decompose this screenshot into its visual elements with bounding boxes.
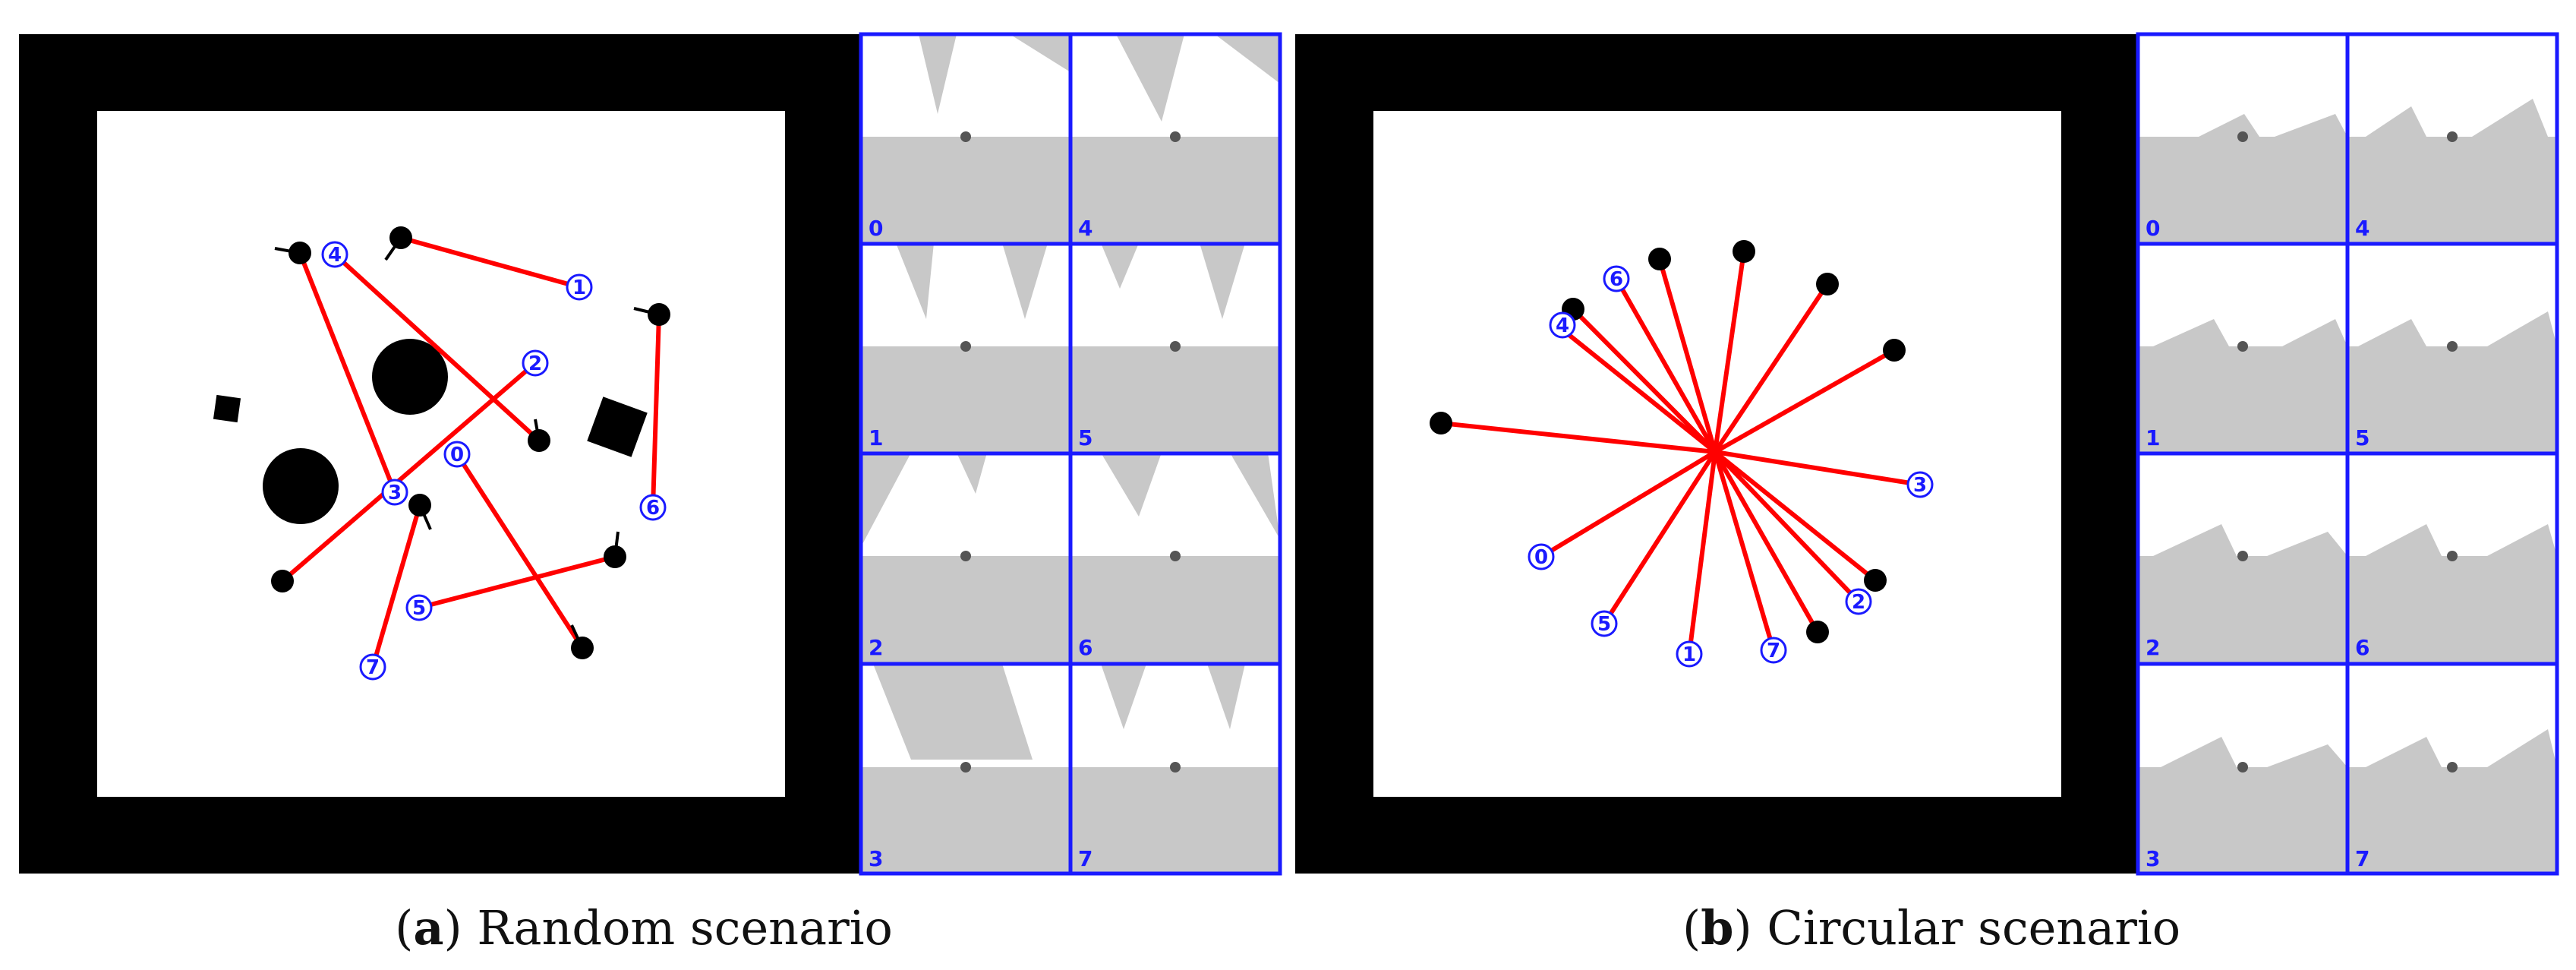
goal-labels: 0 1 2 3 4 5 6 7 <box>1534 268 1927 666</box>
robot-path <box>400 235 580 289</box>
robot-path <box>651 314 661 508</box>
caption-b: (b) Circular scenario <box>1682 900 2181 956</box>
robot-path <box>1602 450 1717 625</box>
view-label: 5 <box>1078 425 1093 450</box>
robot <box>1864 569 1887 592</box>
robot <box>1816 273 1839 295</box>
obstacle-circle <box>372 339 448 415</box>
goal-label-4: 4 <box>1556 314 1569 337</box>
robot-path <box>1713 251 1746 453</box>
robot <box>1883 339 1906 362</box>
view-label: 0 <box>869 216 883 241</box>
camera-views: 0 4 1 5 2 6 3 7 <box>2136 32 2559 876</box>
goal-labels: 0 1 2 3 4 5 6 7 <box>328 244 660 679</box>
robot-path <box>1713 283 1830 453</box>
robot-paths <box>281 235 661 668</box>
view-label: 1 <box>869 425 883 450</box>
goal-markers <box>1528 265 1934 668</box>
circular-scenario-figure: 0 1 2 3 4 5 6 7 <box>1295 32 2559 876</box>
robot <box>271 570 294 592</box>
robot <box>1733 240 1755 263</box>
arena-floor <box>97 111 785 797</box>
goal-label-1: 1 <box>572 276 586 299</box>
panel-random-scenario: 0 1 2 3 4 5 6 7 <box>19 32 1282 956</box>
robot-path <box>1540 450 1717 559</box>
goal-label-7: 7 <box>366 656 380 679</box>
robot-path <box>455 453 585 649</box>
goal-label-2: 2 <box>528 352 542 375</box>
robot-path <box>370 504 422 668</box>
view-label: 3 <box>869 846 883 871</box>
robot <box>1430 412 1452 434</box>
robot-path <box>1561 327 1717 454</box>
robot <box>1648 248 1671 270</box>
robot-paths <box>1440 251 1921 655</box>
robot-path <box>1713 450 1861 604</box>
view-label: 2 <box>869 635 883 660</box>
robot-path <box>1713 450 1820 634</box>
view-label: 3 <box>2146 846 2160 871</box>
goal-label-5: 5 <box>1597 613 1611 636</box>
view-label: 0 <box>2146 216 2160 241</box>
robot-path <box>1714 450 1921 487</box>
goal-label-5: 5 <box>412 597 426 620</box>
robot-path <box>333 252 541 443</box>
camera-views: 0 4 1 5 2 6 3 7 <box>859 32 1282 876</box>
view-label: 4 <box>1078 216 1093 241</box>
view-label: 7 <box>2355 846 2369 871</box>
view-label: 5 <box>2355 425 2369 450</box>
goal-markers <box>321 241 667 681</box>
caption-text: Circular scenario <box>1767 900 2181 956</box>
robot-path <box>1614 277 1717 453</box>
obstacle-square <box>213 394 241 423</box>
panel-circular-scenario: 0 1 2 3 4 5 6 7 <box>1288 0 2575 970</box>
goal-label-1: 1 <box>1682 643 1696 666</box>
robot-path <box>1571 307 1717 454</box>
random-scenario-figure: 0 1 2 3 4 5 6 7 <box>19 32 1282 876</box>
goal-label-4: 4 <box>328 244 342 267</box>
goal-label-7: 7 <box>1767 640 1780 662</box>
goal-label-3: 3 <box>1913 474 1927 497</box>
robot-path <box>1714 348 1896 454</box>
goal-label-0: 0 <box>1534 546 1548 569</box>
view-label: 4 <box>2355 216 2369 241</box>
robot-path <box>418 555 616 610</box>
robot-path <box>1714 450 1877 583</box>
robot-path <box>1440 421 1716 454</box>
caption-letter: a <box>413 900 444 956</box>
view-label: 2 <box>2146 635 2160 660</box>
goal-label-3: 3 <box>388 482 402 504</box>
goal-label-6: 6 <box>1610 268 1623 291</box>
goal-label-6: 6 <box>646 497 660 520</box>
robots <box>271 226 670 659</box>
view-label: 7 <box>1078 846 1093 871</box>
view-label: 6 <box>1078 635 1093 660</box>
robot-path <box>1657 258 1717 453</box>
obstacle-square <box>587 397 648 457</box>
view-label: 1 <box>2146 425 2160 450</box>
robot-path <box>298 251 397 494</box>
view-label: 6 <box>2355 635 2369 660</box>
robot-path <box>1713 451 1776 651</box>
robot-path <box>1687 451 1717 655</box>
caption-text: Random scenario <box>477 900 893 956</box>
goal-label-0: 0 <box>450 444 464 466</box>
robot <box>1806 621 1829 643</box>
caption-letter: b <box>1701 900 1734 956</box>
obstacle-circle <box>263 448 339 524</box>
goal-label-2: 2 <box>1852 591 1865 614</box>
caption-a: (a) Random scenario <box>395 900 893 956</box>
